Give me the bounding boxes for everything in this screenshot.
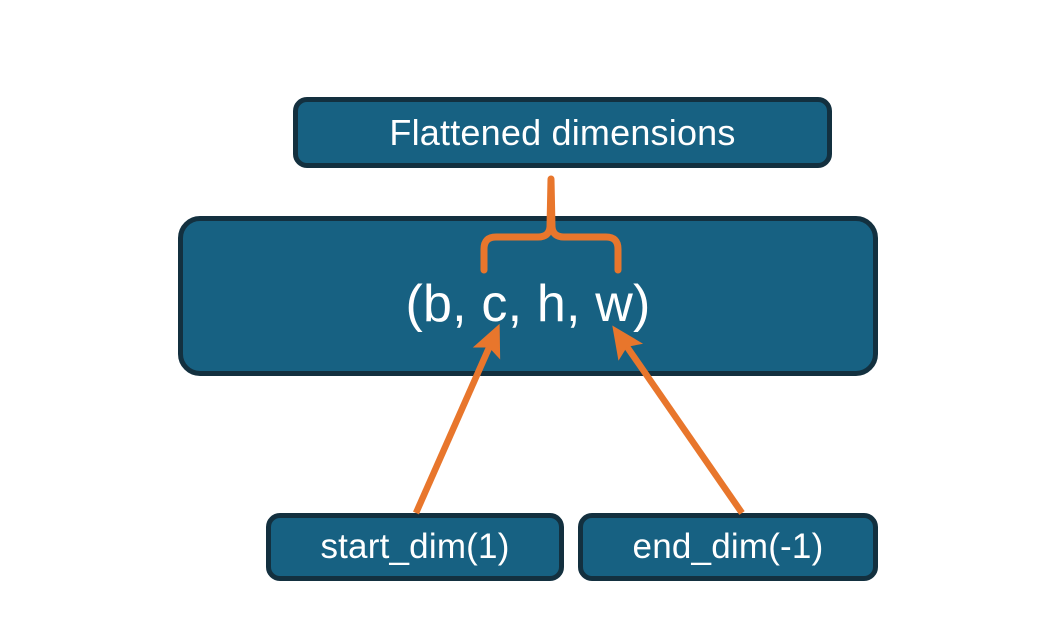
shape-tuple-box[interactable]: (b, c, h, w) xyxy=(178,216,878,376)
flattened-dimensions-box[interactable]: Flattened dimensions xyxy=(293,97,832,168)
flattened-dimensions-label: Flattened dimensions xyxy=(389,111,736,153)
start-dim-box[interactable]: start_dim(1) xyxy=(266,513,564,581)
end-dim-box[interactable]: end_dim(-1) xyxy=(578,513,878,581)
shape-tuple-label: (b, c, h, w) xyxy=(405,275,651,333)
start-dim-label: start_dim(1) xyxy=(320,527,510,566)
end-dim-label: end_dim(-1) xyxy=(632,527,824,566)
